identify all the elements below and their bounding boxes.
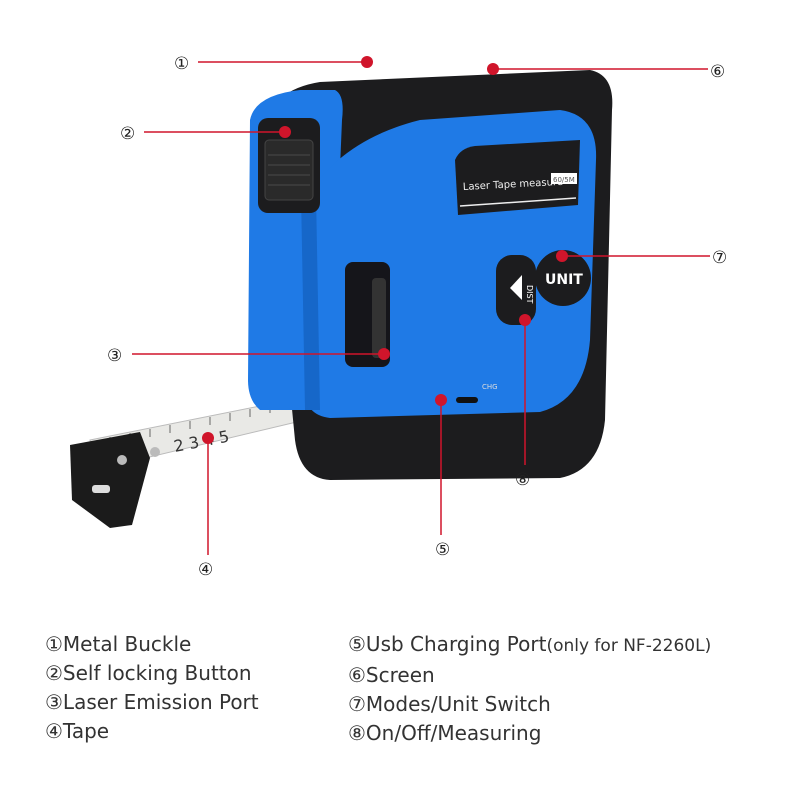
legend-right: ⑤Usb Charging Port(only for NF-2260L) ⑥S… xyxy=(348,630,711,748)
legend-note: (only for NF-2260L) xyxy=(546,636,712,656)
callout-8: ⑧ xyxy=(515,470,530,490)
legend-left: ①Metal Buckle ②Self locking Button ③Lase… xyxy=(45,630,259,746)
tape: 2 3 4 5 xyxy=(70,397,306,528)
callout-1: ① xyxy=(174,54,189,74)
svg-text:UNIT: UNIT xyxy=(545,272,583,288)
screen-panel xyxy=(455,140,580,215)
legend-item: ⑥Screen xyxy=(348,663,435,687)
callout-7: ⑦ xyxy=(712,248,727,268)
legend-item: ④Tape xyxy=(45,719,110,743)
metal-hook xyxy=(70,432,150,528)
usb-port xyxy=(456,397,478,403)
callout-2: ② xyxy=(120,124,135,144)
callout-dots xyxy=(202,56,568,444)
screen-label: Laser Tape measure xyxy=(463,177,564,193)
legend-item: ①Metal Buckle xyxy=(45,632,192,656)
callout-lines xyxy=(132,61,710,555)
legend-item: ②Self locking Button xyxy=(45,661,252,685)
legend-item: ③Laser Emission Port xyxy=(45,690,259,714)
screen-badge: 60/5M xyxy=(553,176,575,184)
legend-item: ⑦Modes/Unit Switch xyxy=(348,692,551,716)
callout-6: ⑥ xyxy=(710,62,725,82)
legend-item: ⑤Usb Charging Port(only for NF-2260L) xyxy=(348,632,712,656)
svg-text:DIST: DIST xyxy=(525,285,534,304)
callout-3: ③ xyxy=(107,346,122,366)
callout-4: ④ xyxy=(198,560,213,580)
svg-text:CHG: CHG xyxy=(482,383,498,391)
unit-button[interactable] xyxy=(535,250,591,306)
device-body: Laser Tape measure 60/5M DIST UNIT CHG xyxy=(248,70,613,480)
callout-5: ⑤ xyxy=(435,540,450,560)
legend-item: ⑧On/Off/Measuring xyxy=(348,721,542,745)
